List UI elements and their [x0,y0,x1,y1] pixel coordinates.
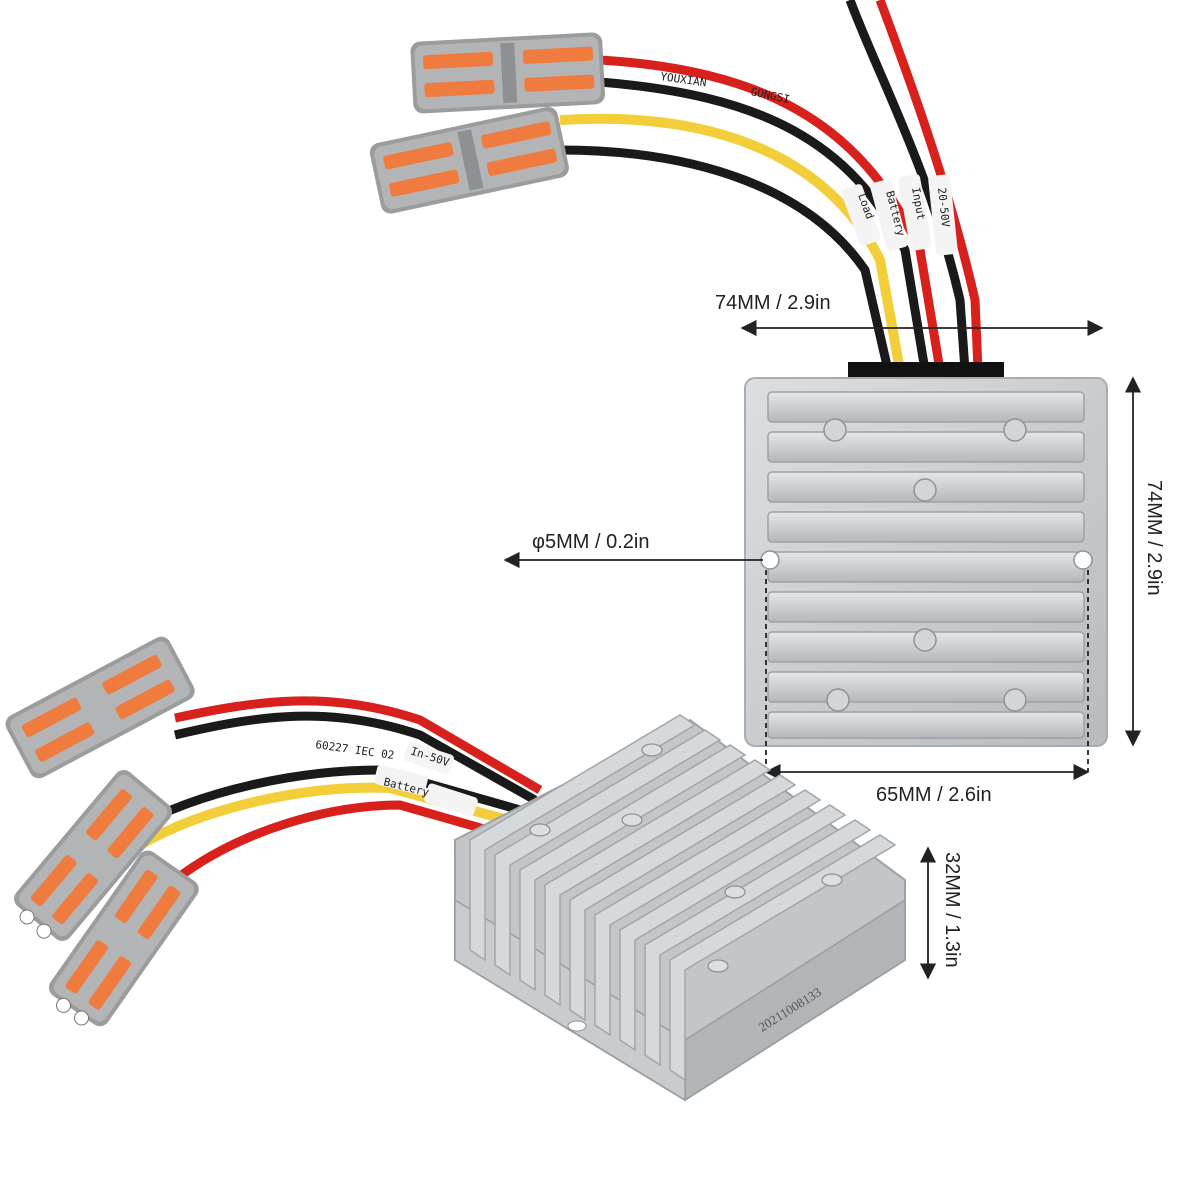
top-module-wires: Load Battery Input 20-50V YOUXIAN GONGSI [559,0,1004,384]
top-module-housing [744,377,1108,747]
lever-connector-bottom-2 [14,770,173,941]
dim-top-width: 74MM / 2.9in [715,292,831,314]
dim-hole-spacing: 65MM / 2.6in [876,784,992,806]
cable-maker-text: YOUXIAN [660,70,708,89]
cable-maker-text-2: GONGSI [749,85,791,106]
lever-connector-top-1 [410,32,605,114]
lever-connector-bottom-3 [48,850,199,1027]
dim-hole-diameter: φ5MM / 0.2in [532,531,649,553]
lever-connector-bottom-1 [5,636,195,779]
dim-thickness: 32MM / 1.3in [941,852,963,968]
dimension-lines-top [503,319,1142,781]
dim-side-height: 74MM / 2.9in [1143,480,1165,596]
bottom-module-housing: 20211008133 [454,714,906,1102]
cable-label-voltage: 20-50V [935,187,952,228]
lever-connector-top-2 [369,106,569,214]
cable-label-input: Input [909,186,928,221]
cable-maker-bottom: 60227 IEC 02 [315,738,396,762]
